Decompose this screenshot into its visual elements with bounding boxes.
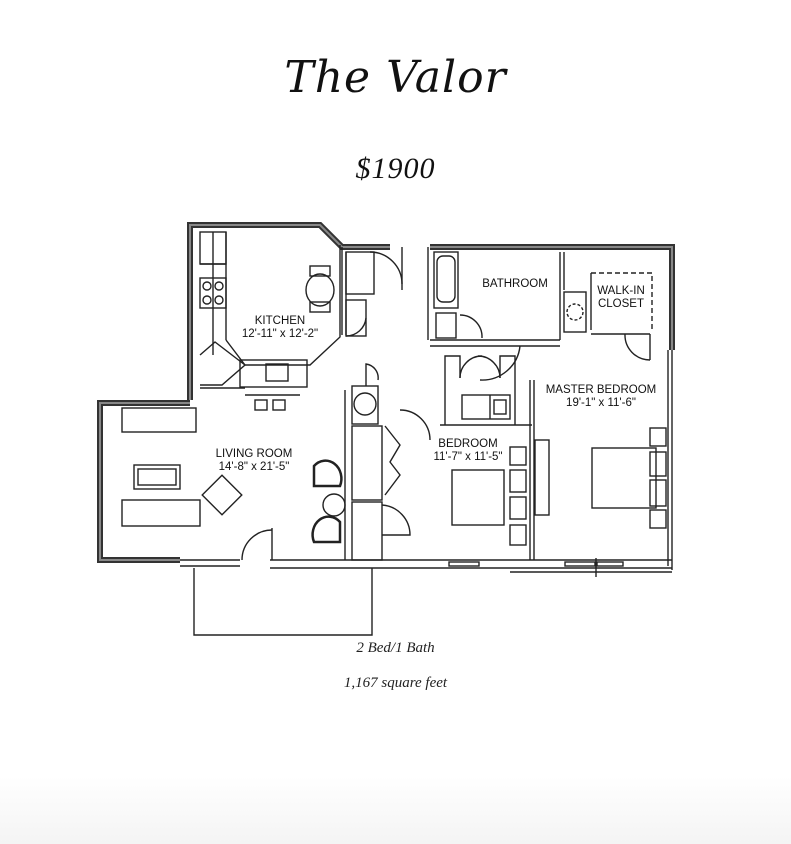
plan-title: The Valor bbox=[284, 52, 507, 103]
coffee-table bbox=[133, 464, 181, 490]
room-name: MASTER BEDROOM bbox=[545, 384, 657, 396]
patio bbox=[193, 568, 373, 636]
room-name: KITCHEN bbox=[254, 315, 306, 327]
room-dimensions: 19'-1" x 11'-6" bbox=[566, 397, 636, 409]
room-dimensions: 11'-7" x 11'-5" bbox=[433, 451, 503, 463]
water-heater bbox=[353, 392, 377, 416]
toilet bbox=[435, 312, 457, 339]
kitchen-table bbox=[305, 273, 335, 307]
room-name: LIVING ROOM bbox=[215, 448, 293, 460]
armchair bbox=[201, 474, 243, 516]
bed-bath-summary: 2 Bed/1 Bath bbox=[356, 640, 435, 656]
room-label-bedroom: BEDROOM 11'-7" x 11'-5" bbox=[428, 438, 508, 464]
kitchen-sink bbox=[265, 363, 289, 382]
room-name: WALK-IN bbox=[597, 285, 645, 297]
room-name: BATHROOM bbox=[482, 278, 548, 290]
sofa bbox=[121, 499, 201, 527]
room-dimensions: 12'-11" x 12'-2" bbox=[241, 328, 319, 340]
room-name-line2: CLOSET bbox=[597, 298, 644, 310]
kitchen-island bbox=[239, 359, 308, 388]
plan-price: $1900 bbox=[355, 152, 436, 185]
bathtub bbox=[433, 251, 459, 309]
room-label-master-bedroom: MASTER BEDROOM 19'-1" x 11'-6" bbox=[536, 384, 666, 410]
room-label-walk-in-closet: WALK-IN CLOSET bbox=[591, 285, 651, 311]
master-bed bbox=[591, 447, 657, 509]
room-label-living-room: LIVING ROOM 14'-8" x 21'-5" bbox=[194, 448, 314, 474]
room-dimensions: 14'-8" x 21'-5" bbox=[218, 461, 290, 473]
exterior-wall-kitchen bbox=[187, 222, 390, 400]
square-footage: 1,167 square feet bbox=[343, 675, 448, 691]
room-label-bathroom: BATHROOM bbox=[470, 278, 560, 291]
room-label-kitchen: KITCHEN 12'-11" x 12'-2" bbox=[225, 315, 335, 341]
bedroom-bed bbox=[451, 469, 505, 526]
room-name: BEDROOM bbox=[438, 438, 498, 450]
